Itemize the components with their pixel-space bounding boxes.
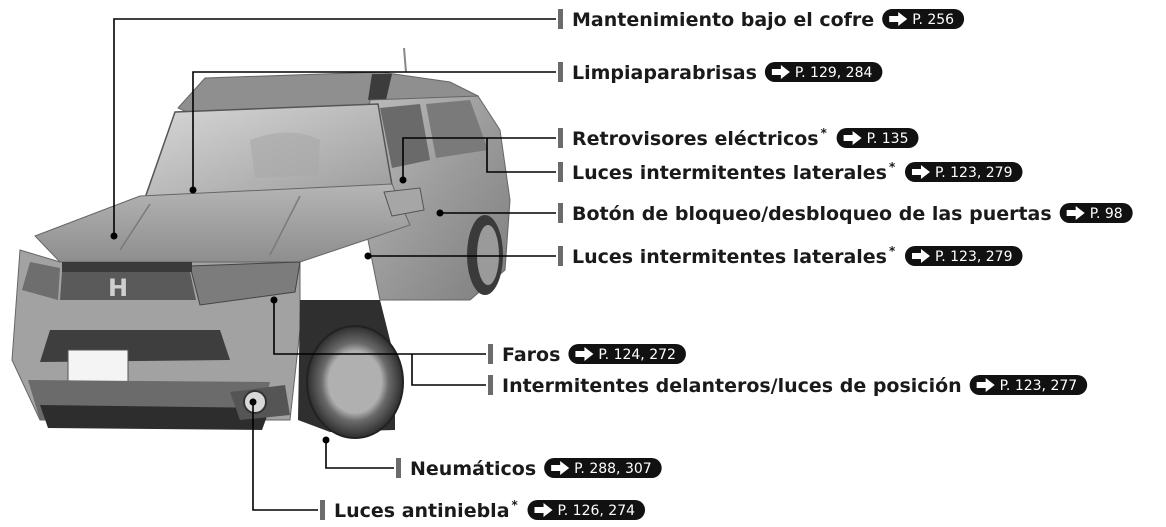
page-ref-pill: [568, 344, 686, 364]
callout-label: Mantenimiento bajo el cofre: [572, 9, 874, 31]
leader-lines: [113, 18, 556, 511]
page-ref-pill: [544, 458, 662, 478]
page-ref-text: P. 98: [1090, 206, 1123, 222]
callout-marker-bar: [558, 246, 563, 266]
car-illustration: H: [11, 47, 511, 439]
page-ref-pill: [882, 9, 965, 29]
page-ref-tag[interactable]: P. 98: [1059, 203, 1133, 223]
leader-line-front-signals: [411, 354, 486, 386]
arrow-right-icon: [911, 165, 930, 179]
page-ref-text: P. 123, 279: [935, 249, 1013, 265]
arrow-right-icon: [889, 12, 908, 26]
arrow-right-icon: [1066, 206, 1085, 220]
page-ref-text: P. 256: [912, 12, 954, 28]
callout-marker-bar: [558, 203, 563, 223]
callout-fog-lights: Luces antiniebla* P. 126, 274: [320, 498, 646, 522]
arrow-right-icon: [771, 65, 790, 79]
callout-label: Botón de bloqueo/desbloqueo de las puert…: [572, 203, 1052, 225]
page-ref-tag[interactable]: P. 123, 279: [904, 246, 1023, 266]
leader-dots: [110, 176, 444, 444]
callout-marker-bar: [558, 62, 563, 82]
callout-marker-bar: [558, 128, 563, 148]
leader-line-tires: [325, 440, 394, 469]
callout-headlights: Faros P. 124, 272: [488, 344, 686, 366]
callout-side-markers-upper: Luces intermitentes laterales* P. 123, 27…: [558, 160, 1023, 184]
footnote-asterisk: *: [889, 244, 896, 258]
page-ref-text: P. 288, 307: [574, 461, 652, 477]
page-ref-tag[interactable]: P. 124, 272: [568, 344, 686, 364]
callout-label: Faros: [502, 344, 560, 366]
callout-label: Retrovisores eléctricos: [572, 128, 819, 150]
page-ref-tag[interactable]: P. 126, 274: [527, 500, 646, 520]
callout-underhood-maintenance: Mantenimiento bajo el cofre P. 256: [558, 9, 965, 31]
page-ref-tag[interactable]: P. 123, 279: [904, 162, 1023, 182]
arrow-right-icon: [551, 461, 570, 475]
leader-line-headlights: [273, 300, 486, 355]
page-ref-tag[interactable]: P. 129, 284: [764, 62, 883, 82]
page-ref-text: P. 126, 274: [558, 503, 636, 519]
arrow-right-icon: [575, 347, 594, 361]
page-ref-text: P. 123, 277: [1000, 378, 1078, 394]
callout-label: Luces intermitentes laterales: [572, 162, 887, 184]
leader-line-side-marker-upper: [486, 138, 556, 173]
callout-marker-bar: [558, 162, 563, 182]
page-ref-pill: [904, 246, 1023, 266]
arrow-right-icon: [911, 249, 930, 263]
page-ref-text: P. 123, 279: [935, 165, 1013, 181]
footnote-asterisk: *: [512, 498, 519, 512]
callout-label: Intermitentes delanteros/luces de posici…: [502, 375, 962, 397]
page-ref-text: P. 129, 284: [795, 65, 873, 81]
svg-text:H: H: [108, 274, 128, 302]
footnote-asterisk: *: [821, 126, 828, 140]
callout-door-lock-button: Botón de bloqueo/desbloqueo de las puert…: [558, 203, 1133, 225]
footnote-asterisk: *: [889, 160, 896, 174]
leader-line-wipers: [192, 71, 556, 190]
callout-marker-bar: [396, 458, 401, 478]
callout-marker-bar: [320, 500, 325, 520]
arrow-right-icon: [843, 131, 862, 145]
arrow-right-icon: [976, 378, 995, 392]
page-ref-pill: [527, 500, 646, 520]
callout-windshield-wipers: Limpiaparabrisas P. 129, 284: [558, 62, 883, 84]
leader-line-fog-lights: [252, 402, 318, 511]
callout-marker-bar: [488, 375, 493, 395]
callout-label: Neumáticos: [410, 458, 536, 480]
callout-tires: Neumáticos P. 288, 307: [396, 458, 662, 480]
page-ref-tag[interactable]: P. 288, 307: [544, 458, 662, 478]
leader-line-mirror: [402, 137, 556, 180]
page-ref-text: P. 135: [867, 131, 909, 147]
callout-label: Limpiaparabrisas: [572, 62, 757, 84]
page-ref-pill: [764, 62, 883, 82]
page-ref-pill: [836, 128, 919, 148]
callout-power-mirrors: Retrovisores eléctricos* P. 135: [558, 126, 919, 150]
page-ref-pill: [904, 162, 1023, 182]
page-ref-tag[interactable]: P. 135: [836, 128, 919, 148]
callout-side-markers-lower: Luces intermitentes laterales* P. 123, 27…: [558, 244, 1023, 268]
page-ref-tag[interactable]: P. 123, 277: [969, 375, 1088, 395]
callout-label: Luces intermitentes laterales: [572, 246, 887, 268]
page-ref-text: P. 124, 272: [598, 347, 676, 363]
page-ref-pill: [969, 375, 1088, 395]
callout-labels: Mantenimiento bajo el cofre P. 256Limpiap…: [320, 9, 1133, 522]
page-ref-tag[interactable]: P. 256: [882, 9, 965, 29]
leader-line-hood: [113, 18, 556, 236]
callout-label: Luces antiniebla: [334, 500, 510, 522]
callout-marker-bar: [488, 344, 493, 364]
callout-front-turn-signals: Intermitentes delanteros/luces de posici…: [488, 375, 1088, 397]
arrow-right-icon: [534, 503, 553, 517]
callout-marker-bar: [558, 9, 563, 29]
